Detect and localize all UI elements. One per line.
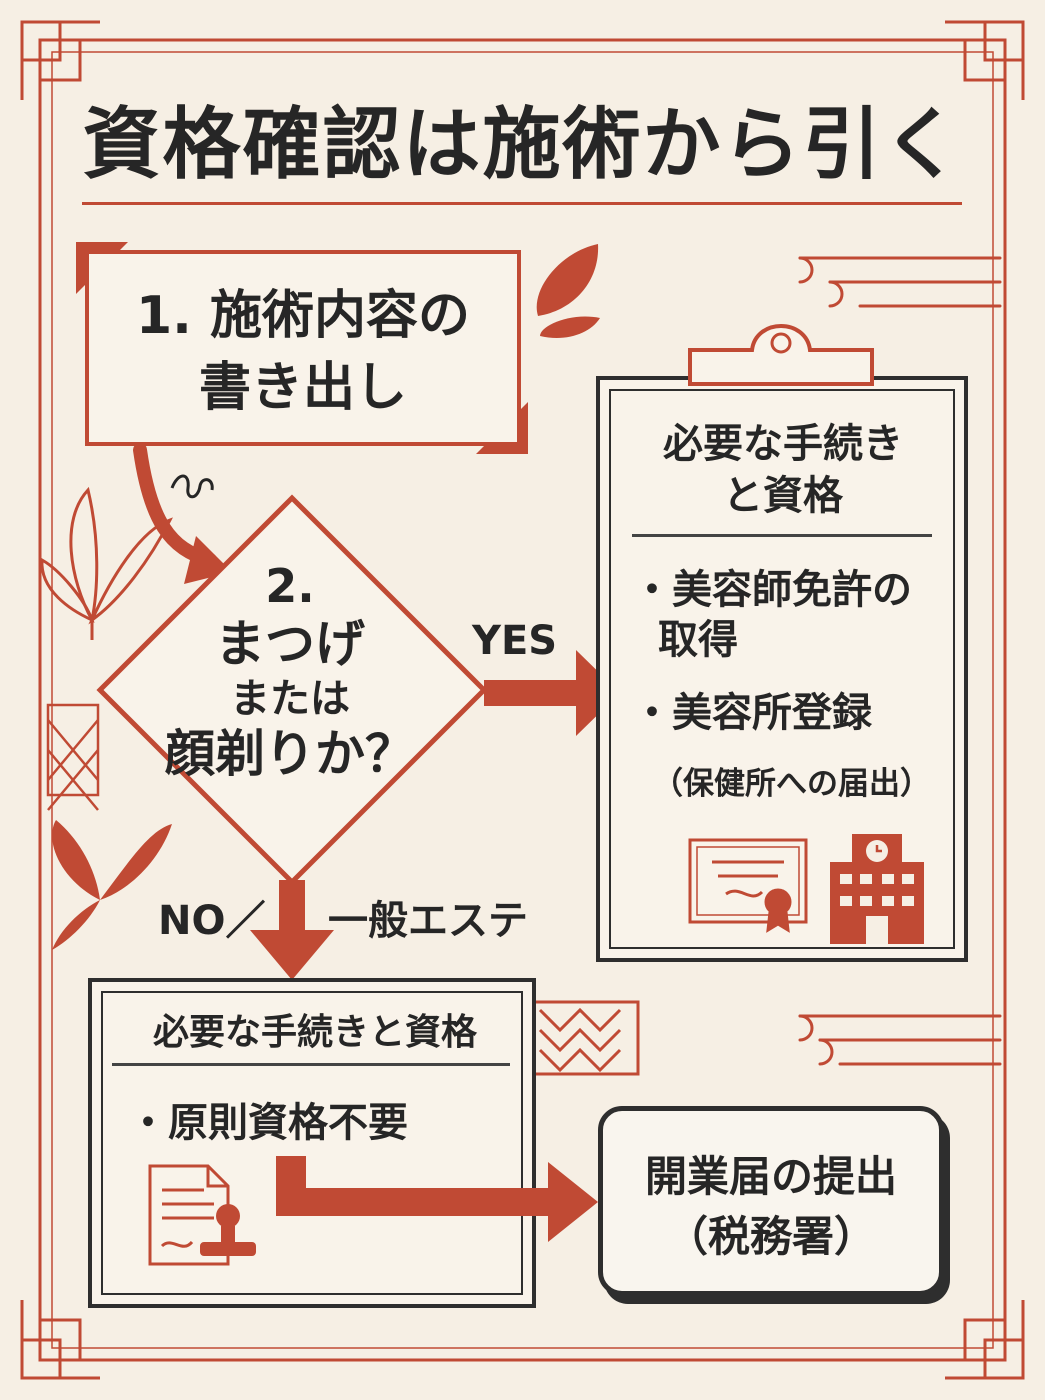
lattice-pattern-icon xyxy=(46,703,100,811)
yes-card-divider xyxy=(632,534,932,537)
final-line2: （税務署） xyxy=(665,1212,876,1261)
building-icon xyxy=(830,834,924,944)
step1-line2: 書き出し xyxy=(198,358,407,418)
decision-line2: または xyxy=(230,676,350,722)
yes-card-item1-line2: 取得 xyxy=(658,617,738,663)
arrow-no xyxy=(250,880,334,980)
no-card-divider xyxy=(112,1063,510,1066)
yes-card-item1-line1: ・美容師免許の xyxy=(632,567,912,613)
decision-number: 2. xyxy=(265,559,315,613)
leaf-decoration-icon xyxy=(40,486,173,640)
step1-box: 1. 施術内容の 書き出し xyxy=(85,250,521,446)
yes-card-title-line1: 必要な手続き xyxy=(663,421,903,467)
final-line1: 開業届の提出 xyxy=(644,1152,897,1201)
certificate-icon xyxy=(688,838,808,933)
leaf-lower-icon xyxy=(52,820,172,950)
yes-card-item2: ・美容所登録 xyxy=(632,690,872,736)
no-card-frame xyxy=(88,978,536,1308)
branch-yes-label: YES xyxy=(472,618,558,664)
yes-card-title-line2: と資格 xyxy=(723,473,843,519)
yes-card-title: 必要な手続き と資格 xyxy=(616,418,950,522)
no-card-item1: ・原則資格不要 xyxy=(128,1100,408,1146)
corner-ornament-icon xyxy=(20,20,1025,1380)
final-box: 開業届の提出 （税務署） xyxy=(598,1106,944,1296)
branch-no-label: NO／ xyxy=(158,898,266,944)
page-frame xyxy=(38,38,1007,1362)
yes-card-item1: ・美容師免許の 取得 xyxy=(632,565,952,665)
checker-ribbon-icon xyxy=(530,1000,640,1076)
decision-line3: 顔剃りか？ xyxy=(165,725,415,783)
title-divider xyxy=(82,202,962,205)
step1-line1: 1. 施術内容の xyxy=(135,286,471,346)
document-stamp-icon xyxy=(148,1164,256,1266)
arrow-to-final xyxy=(276,1156,598,1242)
decision-line1: まつげ xyxy=(215,615,365,673)
cloud-icon xyxy=(798,256,1002,1066)
branch-general-label: 一般エステ xyxy=(328,898,528,944)
yes-card-item2-sub: （保健所への届出） xyxy=(652,766,931,802)
no-card-title: 必要な手続きと資格 xyxy=(152,1012,477,1053)
leaf-icon xyxy=(536,244,600,338)
page-title: 資格確認は施術から引く xyxy=(82,100,963,190)
squiggle-icon xyxy=(170,474,214,499)
decision-text: 2. まつげ または 顔剃りか？ xyxy=(130,558,450,784)
